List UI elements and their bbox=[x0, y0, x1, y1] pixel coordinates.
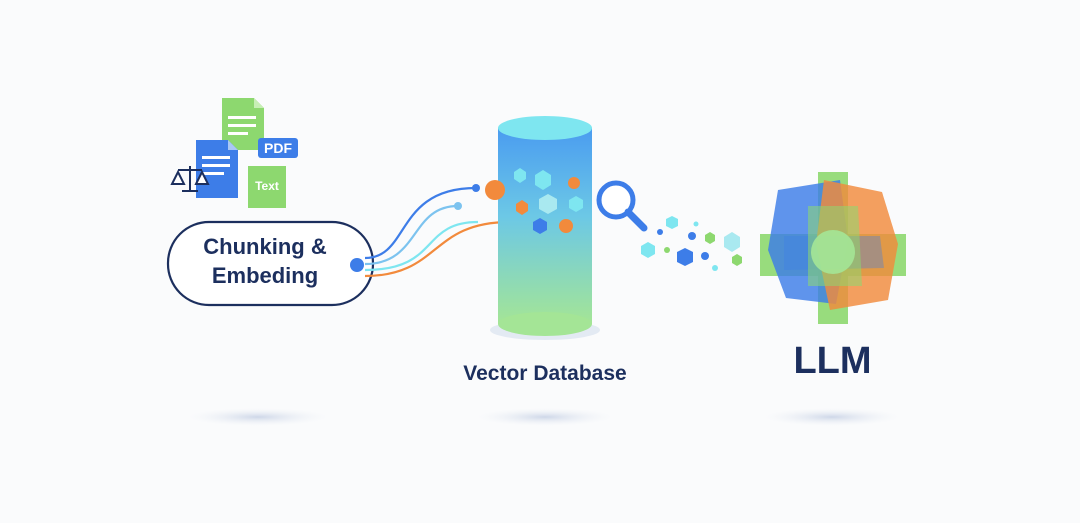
text-badge: Text bbox=[255, 179, 279, 193]
flow-dot bbox=[454, 202, 462, 210]
flow-dot bbox=[472, 184, 480, 192]
llm-logo bbox=[760, 172, 906, 324]
shadow-right bbox=[764, 408, 900, 426]
shadow-left bbox=[188, 408, 328, 426]
chunking-embedding-label: Chunking & Embeding bbox=[180, 232, 350, 290]
search-icon bbox=[596, 180, 648, 232]
vector-database-label: Vector Database bbox=[463, 362, 627, 385]
documents-icon bbox=[170, 98, 286, 208]
pill-connector-dot bbox=[350, 258, 364, 272]
pdf-badge: PDF bbox=[264, 140, 292, 156]
vector-hexagons bbox=[485, 168, 583, 234]
pdf-badge-bg bbox=[258, 138, 298, 158]
retrieval-particles bbox=[641, 216, 742, 271]
chunking-label-line1: Chunking & bbox=[203, 234, 327, 259]
embedding-flow-lines bbox=[364, 186, 511, 278]
chunking-label-line2: Embeding bbox=[211, 263, 319, 288]
vector-database-cylinder bbox=[498, 116, 592, 336]
shadow-center bbox=[477, 408, 613, 426]
llm-label: LLM bbox=[793, 340, 872, 382]
